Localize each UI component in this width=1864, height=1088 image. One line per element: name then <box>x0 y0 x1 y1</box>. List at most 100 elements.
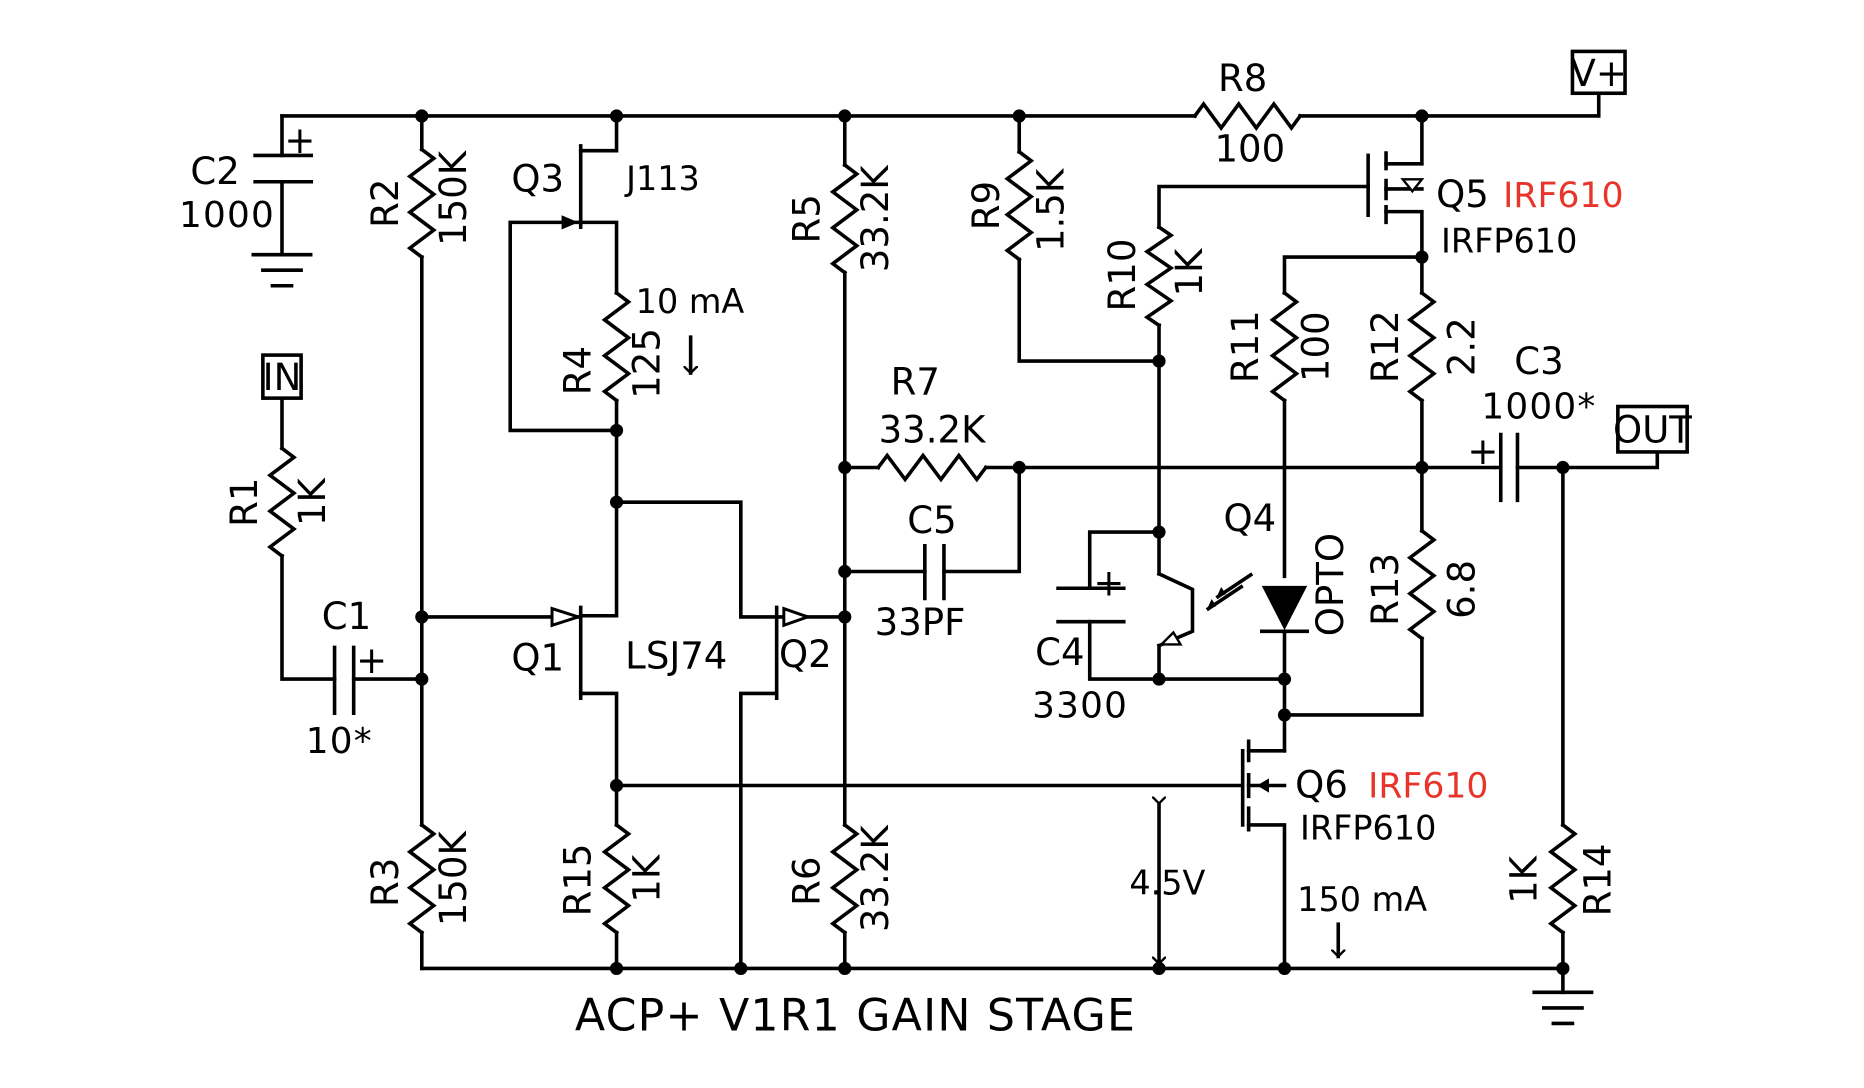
c1-value: 10* <box>306 721 373 762</box>
c2-plus-mark: + <box>284 119 315 162</box>
rotated-labels: R2 150K R1 1K R4 125 R5 33.2K R9 1.5K R1… <box>223 149 1620 932</box>
r6-value: 33.2K <box>854 824 897 933</box>
jfet-Q2 <box>774 605 813 701</box>
r4-current: 10 mA <box>636 282 745 321</box>
q3-ref: Q3 <box>511 157 564 200</box>
resistor-R4 <box>601 290 632 404</box>
port-out-label: OUT <box>1613 408 1692 451</box>
resistor-R6 <box>829 822 860 936</box>
r1-ref: R1 <box>223 477 266 526</box>
optocoupler-Q4 <box>1156 571 1309 648</box>
junction-dot <box>1152 354 1166 368</box>
resistor-R11 <box>1269 290 1300 404</box>
q6-ref: Q6 <box>1295 763 1348 806</box>
junction-dot <box>1152 525 1166 539</box>
r13-value: 6.8 <box>1440 560 1483 619</box>
jfet-Q3 <box>561 144 583 230</box>
ground-symbol-out <box>1532 990 1594 1026</box>
r12-ref: R12 <box>1364 310 1407 383</box>
resistor-R2 <box>406 146 437 260</box>
junction-dot <box>1415 250 1429 264</box>
c5-value: 33PF <box>875 601 966 644</box>
junction-dot <box>1415 109 1429 123</box>
q5-ref: Q5 <box>1436 173 1489 216</box>
junction-dot <box>1277 672 1292 686</box>
resistor-R10 <box>1143 224 1175 328</box>
q1-q2-pair-part: LSJ74 <box>625 634 727 677</box>
junction-dot <box>415 672 429 686</box>
q4-ref: Q4 <box>1223 497 1276 540</box>
c2-value: 1000 <box>179 195 275 236</box>
r15-ref: R15 <box>556 844 599 917</box>
junction-dot <box>1556 460 1570 475</box>
q2-ref: Q2 <box>779 633 832 676</box>
r4-ref: R4 <box>556 346 599 395</box>
r14-ref: R14 <box>1577 844 1620 917</box>
c4-ref: C4 <box>1035 631 1084 674</box>
r5-ref: R5 <box>786 194 829 243</box>
junction-dot <box>609 778 624 793</box>
junction-dot <box>415 610 429 624</box>
r8-ref: R8 <box>1218 57 1267 100</box>
capacitor-C1 <box>332 645 356 715</box>
resistor-R13 <box>1406 528 1437 641</box>
junction-dot <box>415 109 429 123</box>
junction-dots <box>415 109 1570 976</box>
r2-value: 150K <box>432 149 475 246</box>
jfet-Q1 <box>550 605 584 701</box>
q4-part: OPTO <box>1309 533 1352 636</box>
junction-dot <box>734 961 748 976</box>
port-vplus-label: V+ <box>1571 52 1627 95</box>
junction-dot <box>609 109 624 123</box>
junction-dot <box>609 961 624 976</box>
capacitor-C3 <box>1493 432 1520 503</box>
mosfet-Q6 <box>1240 739 1287 832</box>
r6-ref: R6 <box>786 856 829 905</box>
junction-dot <box>838 610 852 624</box>
q5-part: IRFP610 <box>1441 221 1577 260</box>
junction-dot <box>1152 672 1166 686</box>
r8-value: 100 <box>1214 127 1285 170</box>
q6-alt-part: IRF610 <box>1368 766 1488 806</box>
port-in: IN <box>261 353 303 400</box>
resistor-R9 <box>1004 149 1035 262</box>
c4-plus-mark: + <box>1093 561 1124 604</box>
junction-dot <box>1012 109 1026 123</box>
capacitor-C4 <box>1056 586 1126 624</box>
resistor-R3 <box>406 822 437 936</box>
resistor-R14 <box>1547 822 1578 936</box>
junction-dot <box>1012 460 1026 475</box>
capacitor-C5 <box>923 544 946 601</box>
resistor-R8 <box>1192 100 1303 131</box>
r1-value: 1K <box>291 477 334 527</box>
resistor-R7 <box>875 452 989 483</box>
mosfet-Q5 <box>1366 151 1425 225</box>
junction-dot <box>838 109 852 123</box>
c3-ref: C3 <box>1514 340 1563 383</box>
r14-value: 1K <box>1503 854 1546 904</box>
junction-dot <box>1277 708 1292 722</box>
r3-value: 150K <box>432 830 475 927</box>
junction-dot <box>838 564 852 579</box>
port-vplus: V+ <box>1571 49 1627 95</box>
q3-part: J113 <box>624 159 700 198</box>
c1-plus-mark: + <box>356 639 387 682</box>
junction-dot <box>1277 961 1292 976</box>
c5-ref: C5 <box>907 499 956 542</box>
junction-dot <box>838 961 852 976</box>
c1-ref: C1 <box>322 595 371 638</box>
q5-alt-part: IRF610 <box>1503 176 1623 216</box>
r3-ref: R3 <box>364 858 407 907</box>
r7-ref: R7 <box>891 361 940 404</box>
diagram-title: ACP+ V1R1 GAIN STAGE <box>575 991 1136 1042</box>
resistor-R5 <box>829 162 860 276</box>
r13-ref: R13 <box>1364 553 1407 626</box>
r10-ref: R10 <box>1101 239 1144 312</box>
junction-dot <box>609 423 624 437</box>
r5-value: 33.2K <box>854 164 897 273</box>
r15-value: 1K <box>626 853 669 903</box>
r10-value: 1K <box>1168 247 1211 297</box>
port-out: OUT <box>1613 404 1692 454</box>
q6-part: IRFP610 <box>1300 808 1436 847</box>
